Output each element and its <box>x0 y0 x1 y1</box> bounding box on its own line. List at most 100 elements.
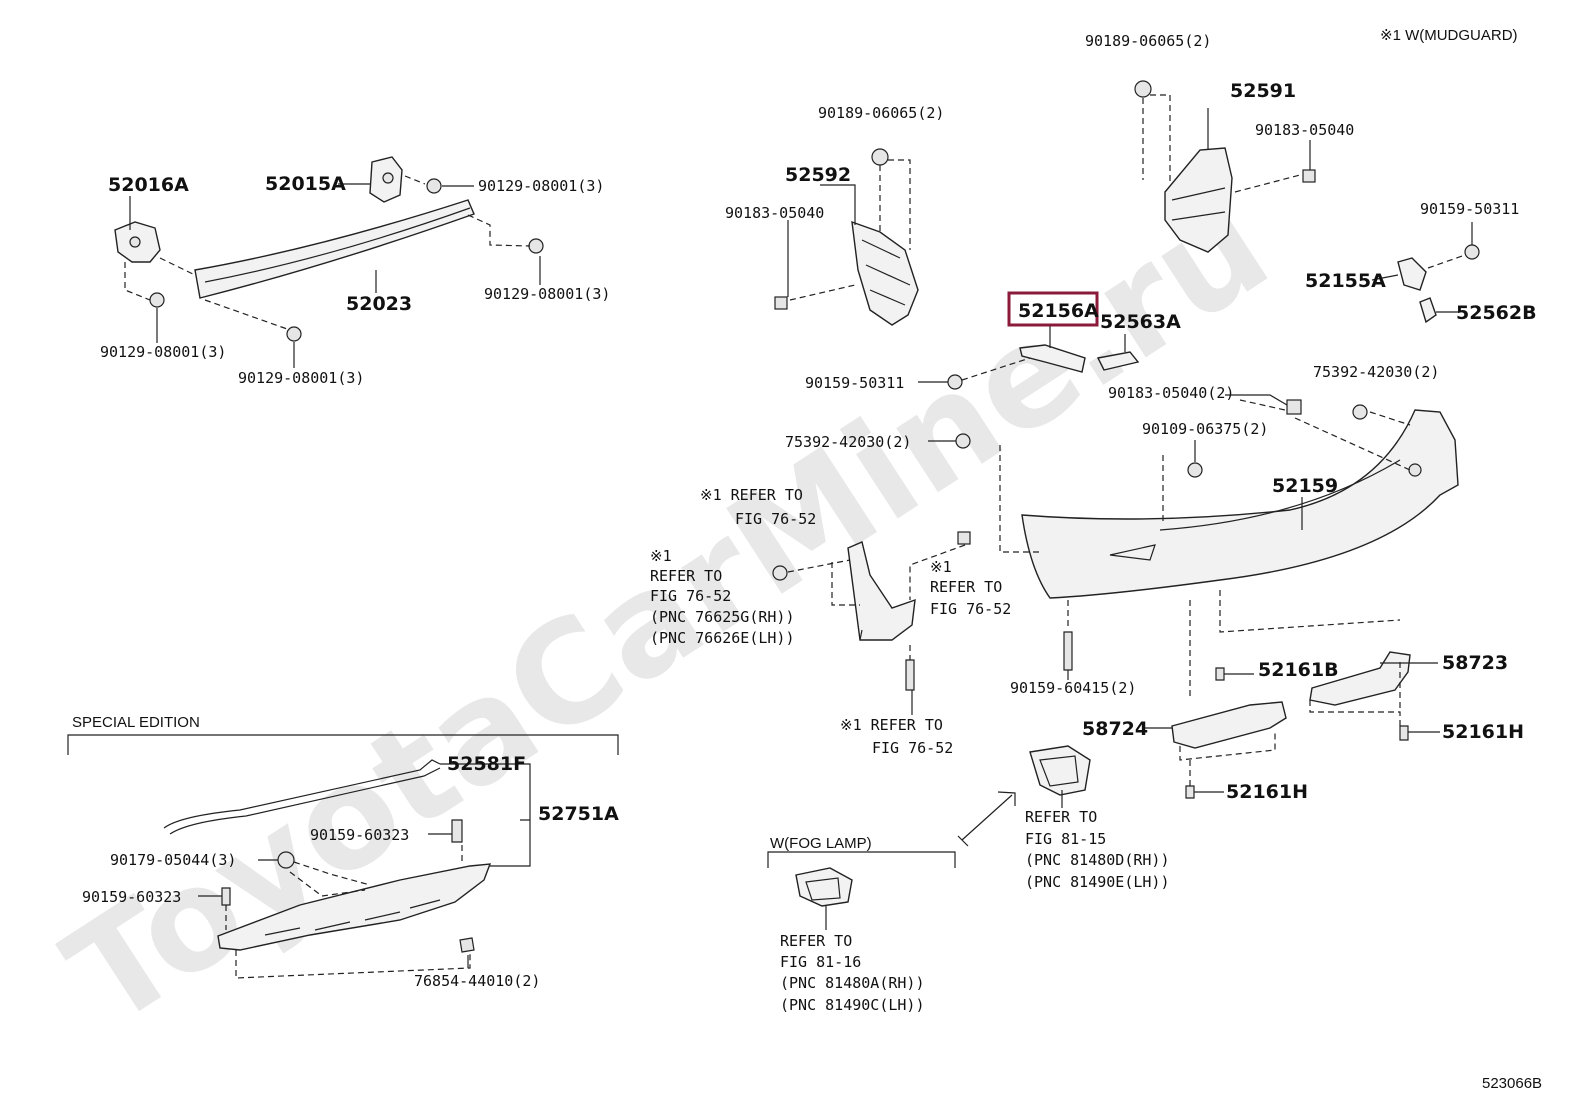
ref-76-52-d-line2: FIG 76-52 <box>872 739 953 757</box>
label-90129-08001-b: 90129-08001(3) <box>484 285 610 303</box>
label-52155A: 52155A <box>1305 270 1386 292</box>
label-52562B: 52562B <box>1456 302 1537 324</box>
label-90183-05040-b: 90183-05040 <box>1255 121 1354 139</box>
label-90159-60323-b: 90159-60323 <box>82 888 181 906</box>
arrow-icon <box>961 791 1016 841</box>
screw-icon <box>905 659 915 691</box>
ref-76-52-d-line1: ※1 REFER TO <box>840 716 943 734</box>
fog-lamp-cover-group <box>957 745 1091 847</box>
special-edition-box <box>67 734 619 979</box>
label-52563A: 52563A <box>1100 311 1181 333</box>
bolt-icon <box>1464 244 1480 260</box>
label-90183-05040-c: 90183-05040(2) <box>1108 384 1234 402</box>
bolt-icon <box>1187 462 1203 478</box>
part-mudguard[interactable] <box>847 541 916 641</box>
label-90129-08001-a: 90129-08001(3) <box>478 177 604 195</box>
ref-81-16-line4: (PNC 81490C(LH)) <box>780 996 925 1014</box>
ref-76-52-b-line4: (PNC 76625G(RH)) <box>650 608 795 626</box>
bolt-icon <box>955 433 971 449</box>
label-90189-06065-a: 90189-06065(2) <box>818 104 944 122</box>
label-52592: 52592 <box>785 164 851 186</box>
mud-shield-group <box>774 80 1316 326</box>
label-90129-08001-c: 90129-08001(3) <box>100 343 226 361</box>
nut-icon <box>1302 169 1316 183</box>
label-90129-08001-d: 90129-08001(3) <box>238 369 364 387</box>
label-58724: 58724 <box>1082 718 1148 740</box>
mudguard-group <box>772 531 971 715</box>
clip-icon <box>871 148 889 166</box>
bolt-icon <box>1352 404 1368 420</box>
nut-icon <box>459 937 475 953</box>
label-52156A[interactable]: 52156A <box>1018 300 1099 322</box>
label-52591: 52591 <box>1230 80 1296 102</box>
label-90189-06065-b: 90189-06065(2) <box>1085 32 1211 50</box>
label-75392-42030-b: 75392-42030(2) <box>785 433 911 451</box>
part-52581F-strip[interactable] <box>163 759 441 829</box>
fog-lamp-box <box>767 851 956 930</box>
label-52016A: 52016A <box>108 174 189 196</box>
ref-81-15-line2: FIG 81-15 <box>1025 830 1106 848</box>
part-52155A-retainer[interactable] <box>1397 257 1427 291</box>
nut-icon <box>1286 399 1302 415</box>
ref-81-15-line4: (PNC 81490E(LH)) <box>1025 873 1170 891</box>
ref-76-52-a-line2: FIG 76-52 <box>735 510 816 528</box>
label-90179-05044: 90179-05044(3) <box>110 851 236 869</box>
screw-icon <box>1399 725 1409 741</box>
label-90159-50311-b: 90159-50311 <box>805 374 904 392</box>
part-52562B-clip[interactable] <box>1419 297 1437 324</box>
ref-81-15-line3: (PNC 81480D(RH)) <box>1025 851 1170 869</box>
label-90159-50311-a: 90159-50311 <box>1420 200 1519 218</box>
ref-76-52-b-line3: FIG 76-52 <box>650 587 731 605</box>
part-52156A-bracket[interactable] <box>1019 344 1086 373</box>
label-52161H-a: 52161H <box>1442 721 1524 743</box>
ref-76-52-c-line3: FIG 76-52 <box>930 600 1011 618</box>
screw-icon <box>451 819 463 843</box>
label-52751A: 52751A <box>538 803 619 825</box>
highlight-box-52156A[interactable] <box>1007 291 1099 327</box>
fog-lamp-title: W(FOG LAMP) <box>770 835 872 852</box>
label-52023: 52023 <box>346 293 412 315</box>
bolt-icon <box>772 565 788 581</box>
screw-icon <box>221 887 231 906</box>
retainer-group <box>1371 222 1480 324</box>
part-fog-lamp-cover-b[interactable] <box>795 867 853 907</box>
label-52581F: 52581F <box>447 753 526 775</box>
part-fog-lamp-cover-a[interactable] <box>1029 745 1091 796</box>
ref-76-52-b-line1: ※1 <box>650 547 672 565</box>
bracket-group <box>918 326 1140 390</box>
ref-76-52-c-line2: REFER TO <box>930 578 1002 596</box>
bolt-icon <box>149 178 544 342</box>
clip-icon <box>277 851 295 869</box>
screw-icon <box>1185 785 1195 799</box>
ref-81-15-line1: REFER TO <box>1025 808 1097 826</box>
part-52159-bumper-cover[interactable] <box>1021 409 1459 599</box>
bumper-reinforcement-group <box>114 156 544 368</box>
label-90159-60415: 90159-60415(2) <box>1010 679 1136 697</box>
part-58724-cover[interactable] <box>1171 701 1287 749</box>
label-52161H-b: 52161H <box>1226 781 1308 803</box>
part-52023-beam[interactable] <box>194 199 475 299</box>
label-52159: 52159 <box>1272 475 1338 497</box>
ref-76-52-b-line2: REFER TO <box>650 567 722 585</box>
label-90183-05040-a: 90183-05040 <box>725 204 824 222</box>
diagram-id: 523066B <box>1482 1075 1542 1092</box>
screw-icon <box>1063 631 1073 671</box>
bolt-icon <box>947 374 963 390</box>
label-52015A: 52015A <box>265 173 346 195</box>
screw-icon <box>1215 667 1225 681</box>
label-90109-06375: 90109-06375(2) <box>1142 420 1268 438</box>
nut-icon <box>774 296 788 310</box>
ref-76-52-a-line1: ※1 REFER TO <box>700 486 803 504</box>
part-52751A-garnish[interactable] <box>217 863 492 951</box>
ref-76-52-b-line5: (PNC 76626E(LH)) <box>650 629 795 647</box>
mudguard-note: ※1 W(MUDGUARD) <box>1380 27 1518 44</box>
bumper-cover-group <box>928 394 1459 700</box>
special-edition-title: SPECIAL EDITION <box>72 714 200 731</box>
ref-81-16-line2: FIG 81-16 <box>780 953 861 971</box>
part-52563A-bracket[interactable] <box>1096 351 1140 371</box>
under-cover-group <box>1143 651 1440 799</box>
clip-icon <box>1134 80 1152 98</box>
label-76854-44010: 76854-44010(2) <box>414 972 540 990</box>
ref-81-16-line3: (PNC 81480A(RH)) <box>780 974 925 992</box>
